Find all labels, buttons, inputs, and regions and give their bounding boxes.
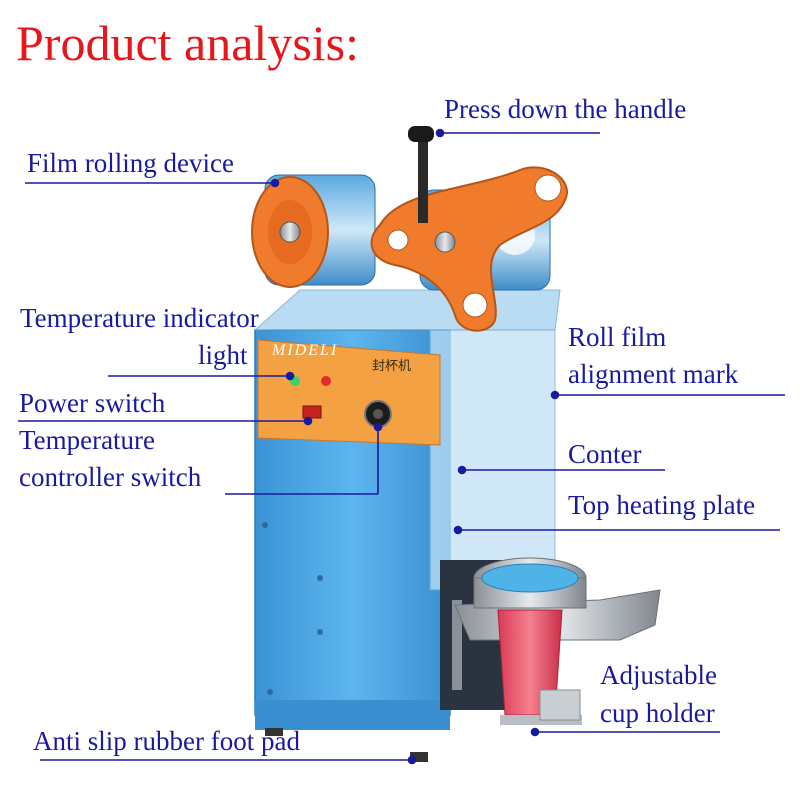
label-cup-holder-1: Adjustable (600, 660, 717, 690)
label-press-handle: Press down the handle (444, 94, 687, 124)
power-switch (302, 405, 322, 419)
adjustable-cup-holder (454, 557, 661, 725)
label-top-heating-plate: Top heating plate (568, 490, 756, 520)
label-roll-film-2: alignment mark (568, 359, 739, 389)
label-power-switch: Power switch (19, 388, 166, 418)
label-temperature-indicator-1: Temperature indicator (20, 303, 259, 333)
page-title: Product analysis: (16, 15, 360, 71)
label-temperature-controller-1: Temperature (19, 425, 156, 455)
label-roll-film-1: Roll film (568, 322, 667, 352)
control-panel (257, 339, 441, 446)
label-conter: Conter (568, 439, 642, 469)
brand-logo-text: MIDELI (272, 342, 339, 359)
label-film-rolling-device: Film rolling device (27, 148, 234, 178)
label-cup-holder-2: cup holder (600, 698, 715, 728)
press-handle (408, 126, 434, 223)
label-foot-pad: Anti slip rubber foot pad (33, 726, 300, 756)
label-temperature-controller-2: controller switch (19, 462, 202, 492)
panel-name-text: 封杯机 (372, 358, 412, 373)
label-temperature-indicator-2: light (198, 340, 248, 370)
leader-lines (18, 128, 785, 765)
